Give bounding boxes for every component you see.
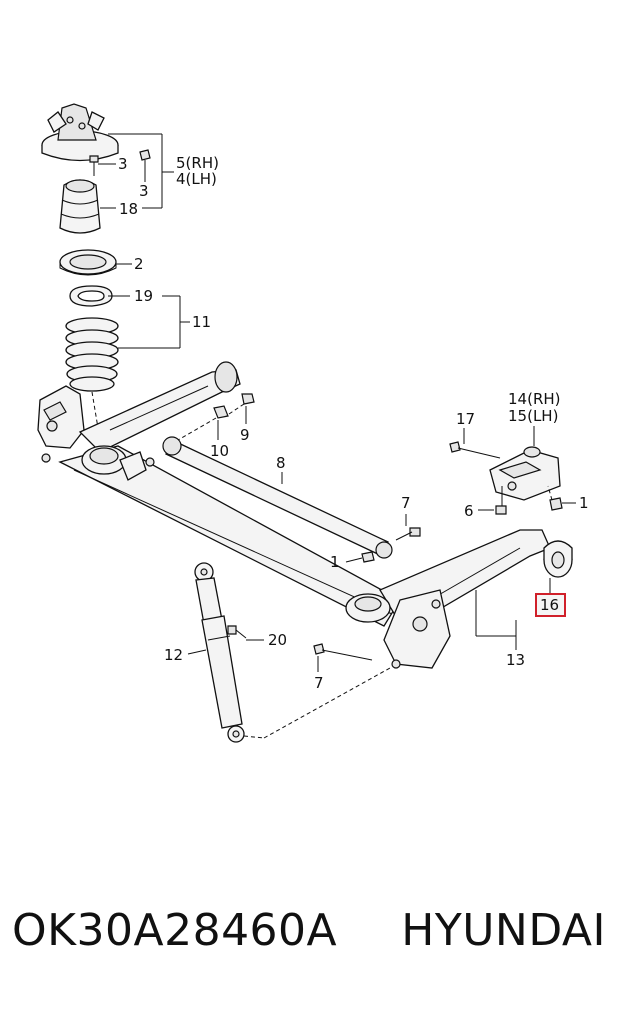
bolt-shock-lower (243, 643, 391, 739)
label-3-lower: 3 (139, 182, 149, 200)
trailing-arm-bushing (543, 540, 573, 578)
leader-lines (98, 133, 576, 672)
label-17: 17 (456, 410, 475, 428)
spring-pad (59, 249, 117, 276)
label-8: 8 (276, 454, 286, 472)
label-7-upper: 7 (401, 494, 411, 512)
label-3-upper: 3 (118, 155, 128, 173)
bolt-nut-lateral-rod (361, 527, 421, 563)
label-7-lower: 7 (314, 674, 324, 692)
highlight-box-16 (535, 593, 566, 617)
footer: OK30A28460A HYUNDAI (0, 905, 620, 985)
torsion-beam-axle (37, 361, 551, 669)
spring-upper-mount (41, 103, 119, 162)
exploded-parts-diagram: 3 3 5(RH) 4(LH) 18 2 19 11 10 9 8 17 14(… (37, 103, 589, 743)
label-4-lh: 4(LH) (176, 170, 217, 188)
spring-insulator-ring (69, 285, 113, 307)
label-11: 11 (192, 313, 211, 331)
label-12: 12 (164, 646, 183, 664)
label-20: 20 (268, 631, 287, 649)
label-2: 2 (134, 255, 144, 273)
axle-mount-bracket (449, 441, 563, 515)
assembly-leader (91, 391, 101, 441)
lateral-rod (162, 436, 393, 559)
coil-spring (65, 317, 119, 392)
brand-name: HYUNDAI (401, 905, 606, 956)
label-9: 9 (240, 426, 250, 444)
part-number: OK30A28460A (12, 905, 338, 956)
bolt-part-20 (227, 625, 247, 639)
bolt-part-3 (89, 149, 151, 178)
label-19: 19 (134, 287, 153, 305)
label-10: 10 (210, 442, 229, 460)
label-16: 16 (540, 596, 559, 614)
label-5-rh: 5(RH) (176, 154, 219, 172)
label-14-rh: 14(RH) (508, 390, 561, 408)
label-6: 6 (464, 502, 474, 520)
label-13: 13 (506, 651, 525, 669)
label-15-lh: 15(LH) (508, 407, 558, 425)
shock-absorber (194, 562, 245, 743)
label-1-right: 1 (579, 494, 589, 512)
label-1-left: 1 (330, 553, 340, 571)
bump-stopper (59, 179, 101, 234)
nut-parts (177, 393, 255, 441)
label-18: 18 (119, 200, 138, 218)
